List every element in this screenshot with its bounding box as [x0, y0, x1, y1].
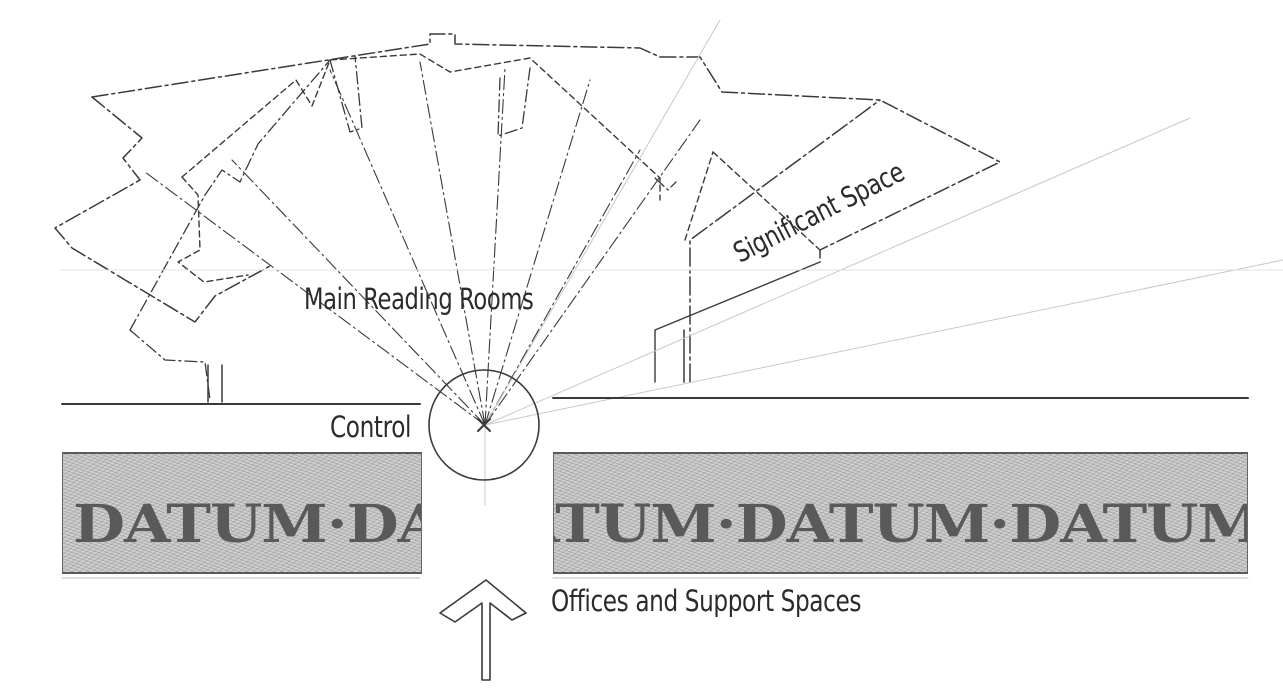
control-point	[477, 418, 491, 432]
label-offices-support: Offices and Support Spaces	[551, 584, 862, 618]
outer-wall-left	[54, 96, 271, 323]
stair-posts	[207, 329, 685, 403]
inner-pod-right	[497, 67, 531, 137]
inner-pod-center	[329, 55, 363, 133]
radiating-sight-lines	[144, 61, 701, 426]
reading-pod-4	[684, 151, 714, 241]
reading-pod-2	[177, 176, 249, 283]
reading-pod-3	[712, 151, 821, 251]
construction-lines	[59, 19, 1283, 506]
label-main-reading-rooms: Main Reading Rooms	[304, 282, 534, 316]
control-circle	[428, 369, 540, 481]
outer-roof-outline	[91, 33, 1001, 263]
entrance-arrow-icon	[439, 579, 527, 681]
significant-space-wall	[689, 99, 881, 383]
inner-pod-left	[129, 59, 331, 331]
datum-band-left-text: DATUM·DAT	[73, 493, 421, 556]
label-control: Control	[330, 410, 412, 444]
reading-pod-1	[181, 53, 661, 201]
inner-pod-lower	[129, 329, 211, 401]
significant-space-inner-wall	[654, 261, 821, 383]
inner-pod-right-wing	[654, 177, 677, 191]
datum-band-right-text: DATUM·DATUM·DATUM·DATUM·DA	[554, 493, 1247, 556]
datum-band-left: DATUM·DAT	[62, 452, 422, 574]
datum-band-right: DATUM·DATUM·DATUM·DATUM·DA	[553, 452, 1248, 574]
